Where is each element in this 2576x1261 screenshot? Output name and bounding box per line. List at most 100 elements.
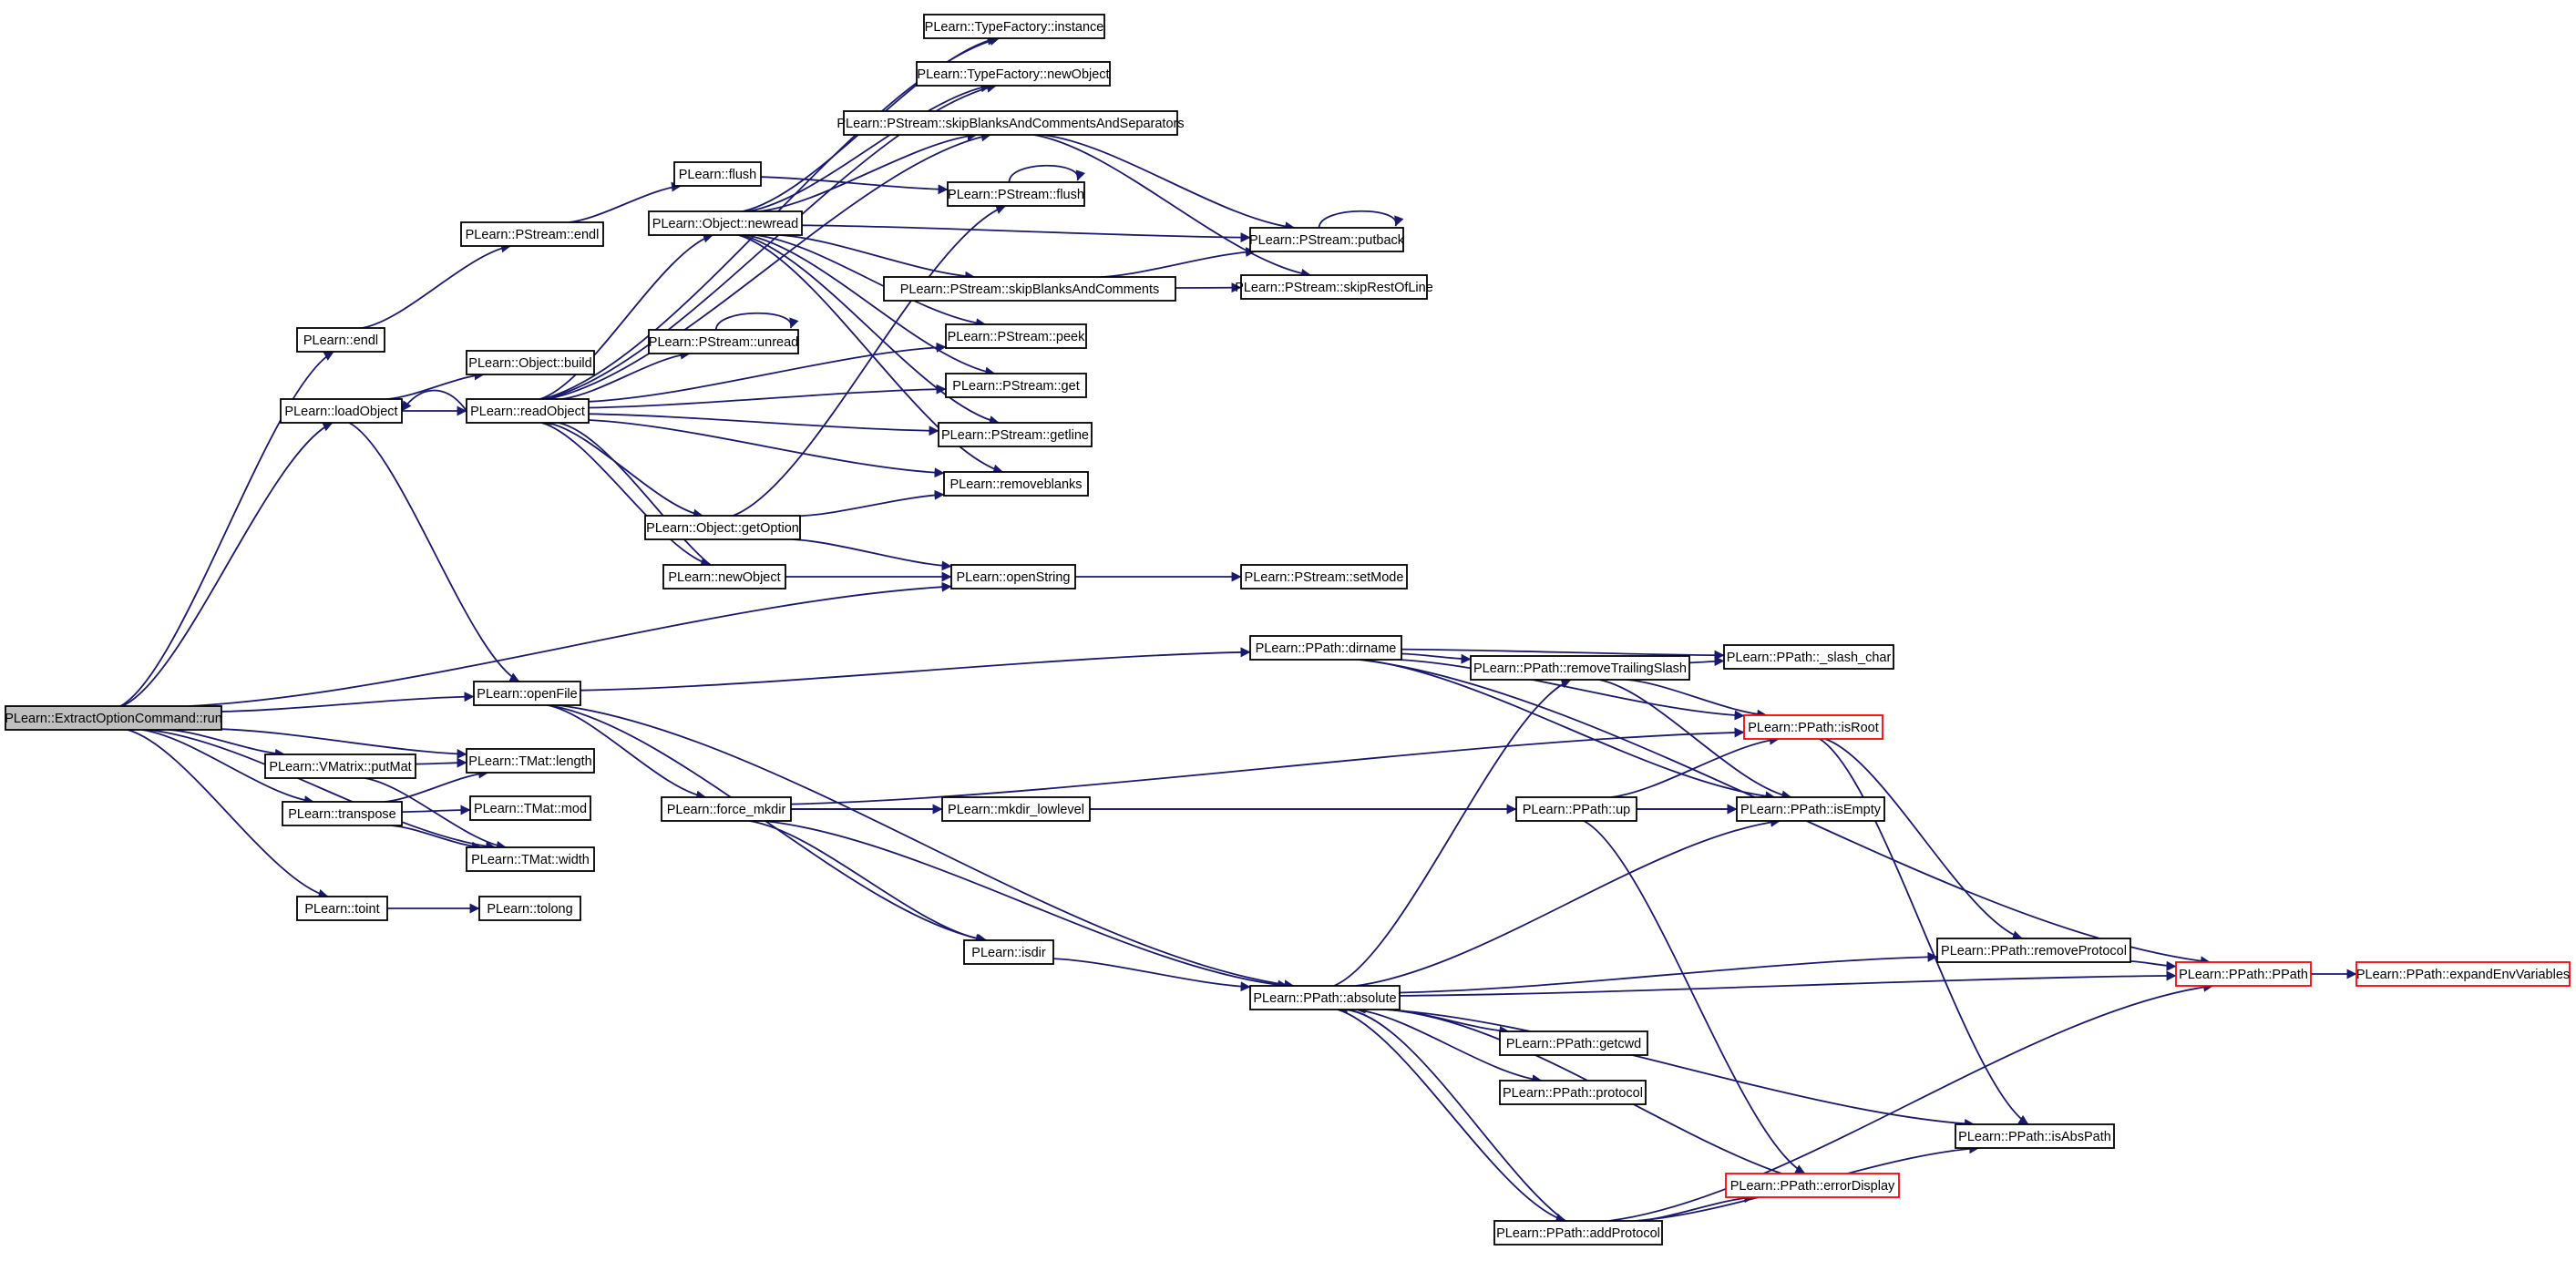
node-box-openFile[interactable] bbox=[473, 681, 581, 706]
function-node-openFile[interactable]: PLearn::openFile bbox=[473, 681, 581, 706]
node-box-newObject[interactable] bbox=[662, 564, 786, 589]
function-node-getcwd[interactable]: PLearn::PPath::getcwd bbox=[1499, 1030, 1648, 1056]
node-box-removeProtocol[interactable] bbox=[1936, 938, 2131, 963]
function-node-skipBAC[interactable]: PLearn::PStream::skipBlanksAndComments bbox=[883, 276, 1176, 302]
node-box-up[interactable] bbox=[1515, 796, 1637, 822]
node-box-toint[interactable] bbox=[296, 896, 388, 921]
node-box-putback[interactable] bbox=[1249, 227, 1404, 252]
node-box-setMode[interactable] bbox=[1240, 564, 1408, 589]
function-node-dirname[interactable]: PLearn::PPath::dirname bbox=[1249, 635, 1402, 661]
node-box-newread[interactable] bbox=[648, 210, 803, 236]
node-box-dirname[interactable] bbox=[1249, 635, 1402, 661]
node-box-putMat[interactable] bbox=[264, 754, 416, 779]
function-node-run[interactable]: PLearn::ExtractOptionCommand::run bbox=[5, 705, 222, 731]
node-box-peek[interactable] bbox=[945, 323, 1087, 349]
node-box-openString[interactable] bbox=[950, 564, 1076, 589]
function-node-unread[interactable]: PLearn::PStream::unread bbox=[648, 329, 799, 354]
node-box-tf_instance[interactable] bbox=[923, 14, 1105, 39]
function-node-newObject[interactable]: PLearn::newObject bbox=[662, 564, 786, 589]
function-node-errorDisplay[interactable]: PLearn::PPath::errorDisplay bbox=[1725, 1173, 1900, 1198]
function-node-protocol[interactable]: PLearn::PPath::protocol bbox=[1499, 1080, 1647, 1105]
function-node-removeblanks[interactable]: PLearn::removeblanks bbox=[943, 471, 1089, 497]
node-box-absolute[interactable] bbox=[1249, 985, 1401, 1010]
node-box-get[interactable] bbox=[945, 373, 1087, 398]
function-node-removeTrailingSlash[interactable]: PLearn::PPath::removeTrailingSlash bbox=[1470, 655, 1690, 681]
node-box-expandEnvVariables[interactable] bbox=[2355, 961, 2571, 987]
function-node-tf_newObject[interactable]: PLearn::TypeFactory::newObject bbox=[916, 61, 1111, 87]
function-node-peek[interactable]: PLearn::PStream::peek bbox=[945, 323, 1087, 349]
function-node-tmat_length[interactable]: PLearn::TMat::length bbox=[466, 748, 595, 774]
node-box-force_mkdir[interactable] bbox=[661, 796, 792, 822]
node-box-getOption[interactable] bbox=[644, 515, 801, 540]
node-box-loadObject[interactable] bbox=[280, 398, 403, 424]
function-node-tolong[interactable]: PLearn::tolong bbox=[478, 896, 581, 921]
node-box-tf_newObject[interactable] bbox=[916, 61, 1111, 87]
node-box-errorDisplay[interactable] bbox=[1725, 1173, 1900, 1198]
function-node-readObject[interactable]: PLearn::readObject bbox=[466, 398, 590, 424]
node-box-ps_flush[interactable] bbox=[947, 181, 1085, 207]
function-node-transpose[interactable]: PLearn::transpose bbox=[282, 801, 403, 826]
function-node-mkdir_lowlevel[interactable]: PLearn::mkdir_lowlevel bbox=[941, 796, 1091, 822]
node-box-tmat_length[interactable] bbox=[466, 748, 595, 774]
function-node-endl[interactable]: PLearn::endl bbox=[296, 327, 385, 353]
function-node-flush[interactable]: PLearn::flush bbox=[673, 161, 762, 187]
function-node-up[interactable]: PLearn::PPath::up bbox=[1515, 796, 1637, 822]
function-node-newread[interactable]: PLearn::Object::newread bbox=[648, 210, 803, 236]
function-node-loadObject[interactable]: PLearn::loadObject bbox=[280, 398, 403, 424]
node-box-skipBACAS[interactable] bbox=[843, 110, 1178, 136]
function-node-ps_flush[interactable]: PLearn::PStream::flush bbox=[947, 181, 1085, 207]
function-node-addProtocol[interactable]: PLearn::PPath::addProtocol bbox=[1493, 1220, 1663, 1246]
node-box-getline[interactable] bbox=[938, 422, 1093, 447]
function-node-putMat[interactable]: PLearn::VMatrix::putMat bbox=[264, 754, 416, 779]
function-node-tmat_width[interactable]: PLearn::TMat::width bbox=[466, 846, 595, 872]
function-node-skipRestOfLine[interactable]: PLearn::PStream::skipRestOfLine bbox=[1235, 274, 1433, 300]
function-node-isEmpty[interactable]: PLearn::PPath::isEmpty bbox=[1736, 796, 1885, 822]
node-box-ppath[interactable] bbox=[2175, 961, 2312, 987]
function-node-setMode[interactable]: PLearn::PStream::setMode bbox=[1240, 564, 1408, 589]
node-box-removeTrailingSlash[interactable] bbox=[1470, 655, 1690, 681]
function-node-putback[interactable]: PLearn::PStream::putback bbox=[1249, 227, 1405, 252]
node-box-isAbsPath[interactable] bbox=[1955, 1123, 2115, 1149]
node-box-isEmpty[interactable] bbox=[1736, 796, 1885, 822]
function-node-toint[interactable]: PLearn::toint bbox=[296, 896, 388, 921]
function-node-pstream_endl[interactable]: PLearn::PStream::endl bbox=[460, 221, 604, 247]
node-box-readObject[interactable] bbox=[466, 398, 590, 424]
function-node-openString[interactable]: PLearn::openString bbox=[950, 564, 1076, 589]
function-node-force_mkdir[interactable]: PLearn::force_mkdir bbox=[661, 796, 792, 822]
function-node-getOption[interactable]: PLearn::Object::getOption bbox=[644, 515, 801, 540]
node-box-protocol[interactable] bbox=[1499, 1080, 1647, 1105]
function-node-object_build[interactable]: PLearn::Object::build bbox=[466, 350, 595, 375]
function-node-ppath[interactable]: PLearn::PPath::PPath bbox=[2175, 961, 2312, 987]
function-node-isAbsPath[interactable]: PLearn::PPath::isAbsPath bbox=[1955, 1123, 2115, 1149]
function-node-removeProtocol[interactable]: PLearn::PPath::removeProtocol bbox=[1936, 938, 2131, 963]
function-node-tf_instance[interactable]: PLearn::TypeFactory::instance bbox=[923, 14, 1105, 39]
node-box-slash_char[interactable] bbox=[1723, 644, 1894, 670]
node-box-run[interactable] bbox=[5, 705, 222, 731]
node-box-unread[interactable] bbox=[648, 329, 799, 354]
node-box-isdir[interactable] bbox=[963, 939, 1054, 965]
node-box-getcwd[interactable] bbox=[1499, 1030, 1648, 1056]
node-box-mkdir_lowlevel[interactable] bbox=[941, 796, 1091, 822]
function-node-get[interactable]: PLearn::PStream::get bbox=[945, 373, 1087, 398]
function-node-expandEnvVariables[interactable]: PLearn::PPath::expandEnvVariables bbox=[2355, 961, 2571, 987]
function-node-slash_char[interactable]: PLearn::PPath::_slash_char bbox=[1723, 644, 1894, 670]
node-box-flush[interactable] bbox=[673, 161, 762, 187]
node-box-skipBAC[interactable] bbox=[883, 276, 1176, 302]
function-node-isdir[interactable]: PLearn::isdir bbox=[963, 939, 1054, 965]
node-box-object_build[interactable] bbox=[466, 350, 595, 375]
function-node-getline[interactable]: PLearn::PStream::getline bbox=[938, 422, 1093, 447]
function-node-absolute[interactable]: PLearn::PPath::absolute bbox=[1249, 985, 1401, 1010]
node-box-tmat_mod[interactable] bbox=[469, 795, 591, 821]
node-box-isRoot[interactable] bbox=[1743, 714, 1883, 740]
node-box-skipRestOfLine[interactable] bbox=[1240, 274, 1428, 300]
node-box-endl[interactable] bbox=[296, 327, 385, 353]
function-node-skipBACAS[interactable]: PLearn::PStream::skipBlanksAndCommentsAn… bbox=[836, 110, 1185, 136]
node-box-transpose[interactable] bbox=[282, 801, 403, 826]
function-node-tmat_mod[interactable]: PLearn::TMat::mod bbox=[469, 795, 591, 821]
function-node-isRoot[interactable]: PLearn::PPath::isRoot bbox=[1743, 714, 1883, 740]
node-box-tolong[interactable] bbox=[478, 896, 581, 921]
node-box-removeblanks[interactable] bbox=[943, 471, 1089, 497]
node-box-addProtocol[interactable] bbox=[1493, 1220, 1663, 1246]
node-box-pstream_endl[interactable] bbox=[460, 221, 604, 247]
node-box-tmat_width[interactable] bbox=[466, 846, 595, 872]
